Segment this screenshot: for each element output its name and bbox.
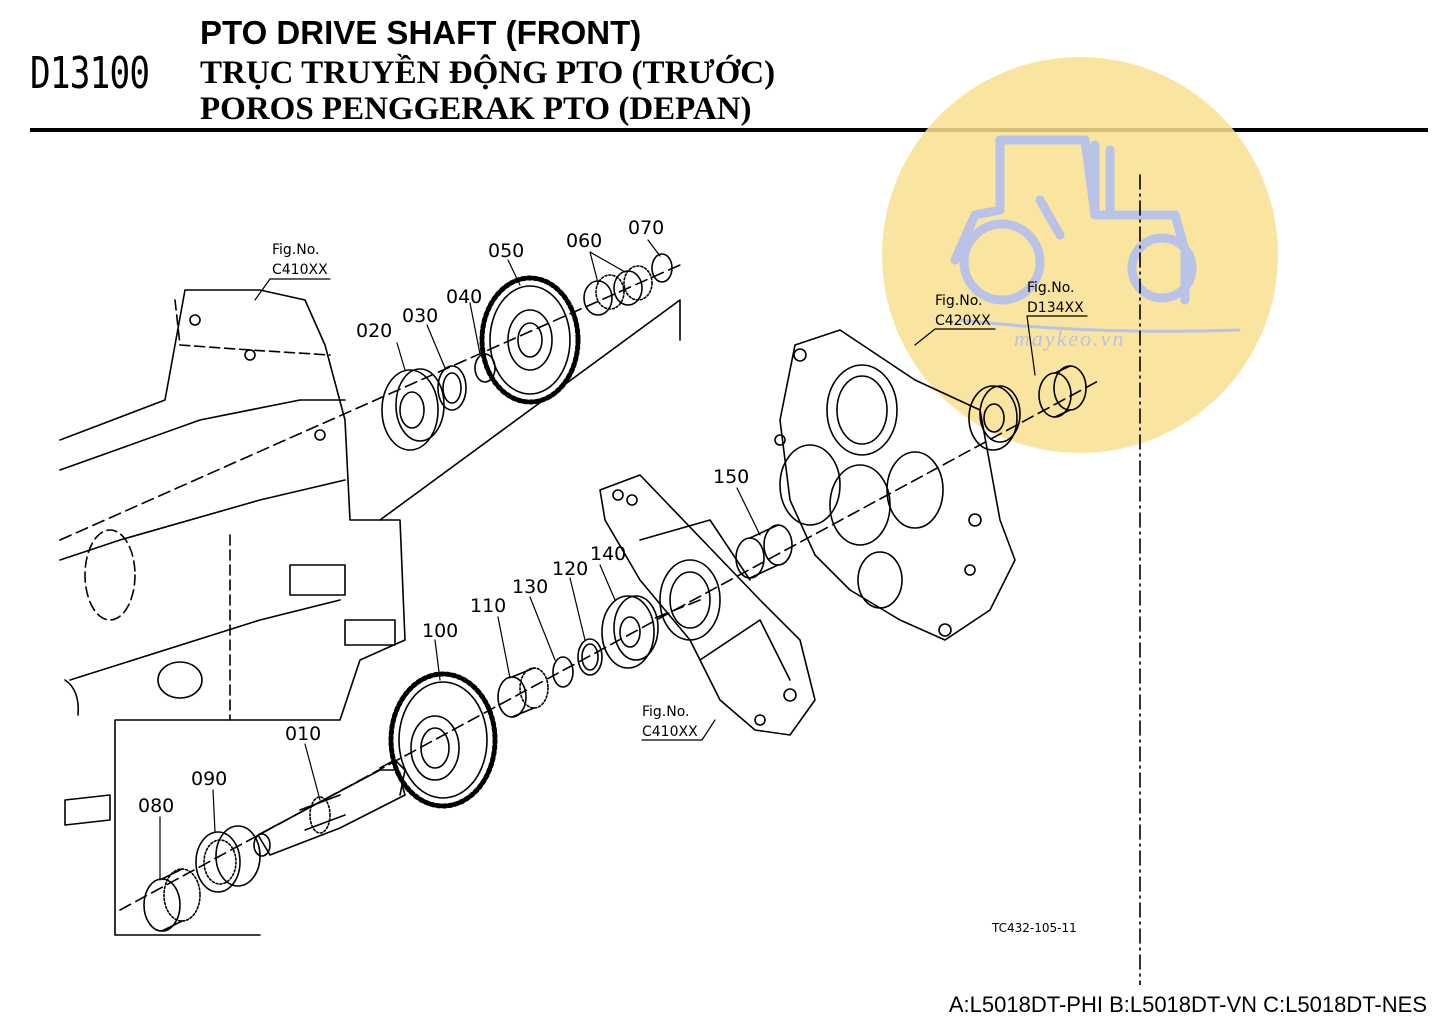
transmission-housing bbox=[59, 289, 406, 936]
part-labels: 020 030 040 050 060 070 150 140 120 130 … bbox=[138, 217, 749, 817]
needle-bearing-060 bbox=[583, 265, 653, 316]
gear-050 bbox=[479, 275, 581, 405]
part-label-060: 060 bbox=[566, 230, 602, 252]
title-english: PTO DRIVE SHAFT (FRONT) bbox=[200, 14, 642, 51]
front-cover-plate bbox=[774, 329, 1016, 641]
part-label-120: 120 bbox=[552, 558, 588, 580]
oil-seal-090 bbox=[195, 825, 261, 893]
bushing-150 bbox=[735, 524, 793, 579]
fig-ref-c420: C420XX bbox=[935, 313, 991, 329]
title-vietnamese: TRỤC TRUYỀN ĐỘNG PTO (TRƯỚC) bbox=[200, 55, 776, 91]
part-label-070: 070 bbox=[628, 217, 664, 239]
title-indonesian: POROS PENGGERAK PTO (DEPAN) bbox=[200, 91, 752, 127]
leader-lines bbox=[159, 239, 1088, 881]
bearing-020 bbox=[381, 368, 445, 451]
part-label-100: 100 bbox=[422, 620, 458, 642]
fig-ref-c410-bottom: C410XX bbox=[642, 724, 698, 740]
part-label-140: 140 bbox=[590, 543, 626, 565]
washer-030 bbox=[437, 365, 467, 411]
center-bracket bbox=[599, 474, 816, 736]
figure-references: Fig.No. C410XX Fig.No. C420XX Fig.No. D1… bbox=[272, 242, 1084, 935]
fig-ref-c410-top: C410XX bbox=[272, 262, 328, 278]
exploded-parts-diagram: maykeo.vn bbox=[59, 57, 1278, 985]
watermark-logo: maykeo.vn bbox=[882, 57, 1278, 453]
fig-label-top-left: Fig.No. bbox=[272, 242, 320, 258]
fig-label-c420: Fig.No. bbox=[935, 293, 983, 309]
part-label-050: 050 bbox=[488, 240, 524, 262]
part-label-030: 030 bbox=[402, 305, 438, 327]
part-label-130: 130 bbox=[512, 576, 548, 598]
header-divider bbox=[30, 128, 1428, 132]
part-label-110: 110 bbox=[470, 595, 506, 617]
gear-100 bbox=[388, 671, 498, 809]
part-label-010: 010 bbox=[285, 723, 321, 745]
model-footer: A:L5018DT-PHI B:L5018DT-VN C:L5018DT-NES bbox=[948, 992, 1427, 1017]
fig-label-bottom: Fig.No. bbox=[642, 704, 690, 720]
upper-axis-line bbox=[59, 264, 681, 541]
part-label-020: 020 bbox=[356, 320, 392, 342]
watermark-text: maykeo.vn bbox=[1014, 326, 1125, 351]
part-label-150: 150 bbox=[713, 466, 749, 488]
drawing-code: TC432-105-11 bbox=[991, 921, 1077, 935]
snap-ring-130 bbox=[552, 656, 574, 688]
ring-120 bbox=[577, 638, 603, 676]
diagram-code: D13100 bbox=[30, 48, 150, 99]
needle-bearing-110 bbox=[497, 667, 549, 718]
part-label-080: 080 bbox=[138, 795, 174, 817]
bearing-080 bbox=[143, 868, 201, 932]
fig-ref-d134: D134XX bbox=[1027, 300, 1084, 316]
shaft-010 bbox=[253, 759, 406, 857]
part-label-040: 040 bbox=[446, 286, 482, 308]
bearing-front-cover bbox=[968, 385, 1021, 451]
fig-label-d134: Fig.No. bbox=[1027, 280, 1075, 296]
part-label-090: 090 bbox=[191, 768, 227, 790]
bearing-140 bbox=[601, 595, 659, 669]
upper-leader-bracket bbox=[379, 299, 681, 521]
ring-070 bbox=[651, 253, 673, 283]
